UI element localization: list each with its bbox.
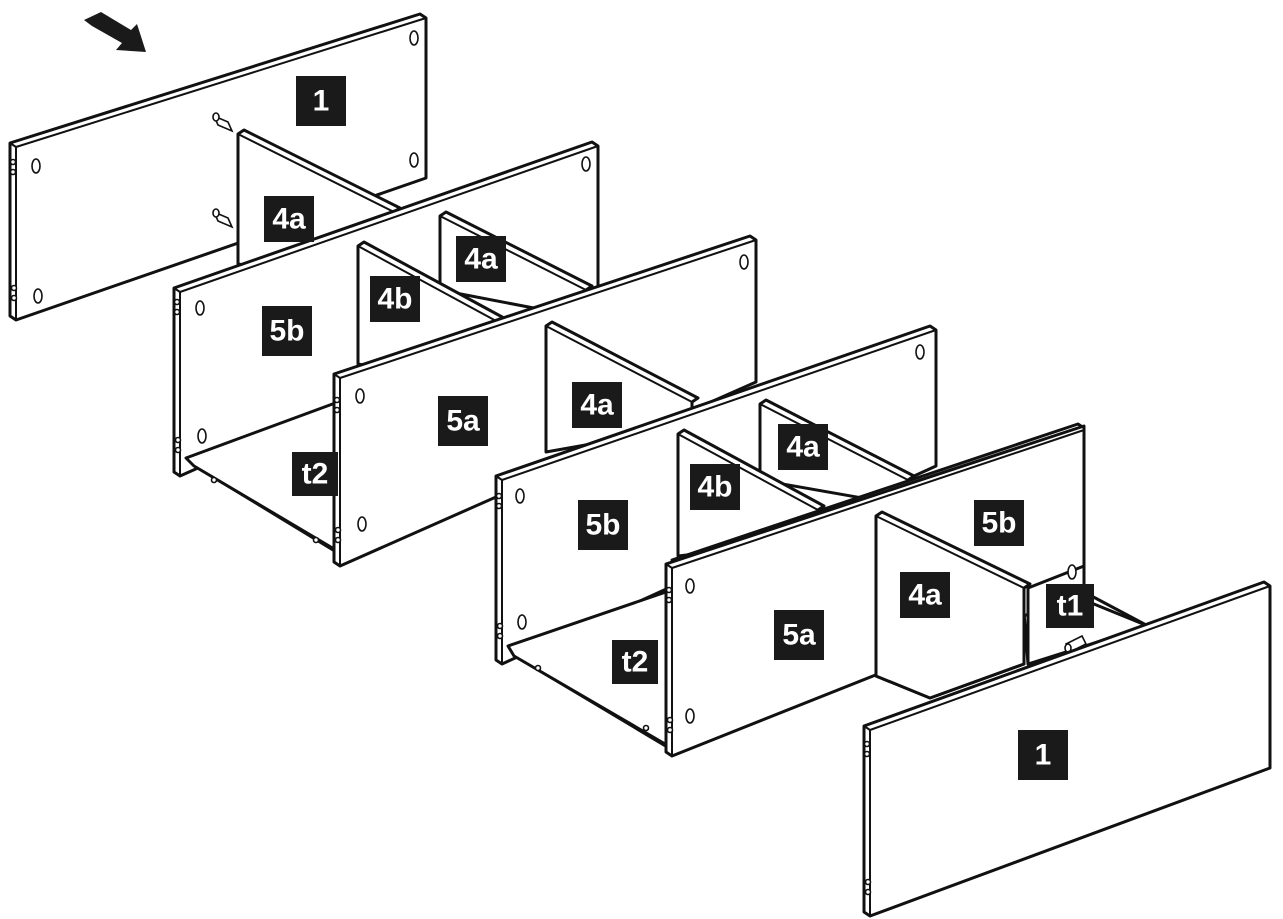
label-divider-4a-module-b-front: 4a (572, 382, 622, 428)
label-divider-4a-rear: 4a (264, 196, 314, 242)
svg-text:5a: 5a (446, 405, 480, 438)
divider-4a-module-b-front-overlay (874, 510, 1032, 700)
label-panel-1-bottom: 1 (1018, 730, 1068, 780)
svg-text:t1: t1 (1057, 590, 1084, 623)
svg-text:4a: 4a (464, 243, 498, 276)
label-side-5a-module-b: 5a (774, 610, 824, 660)
label-bottom-t1: t1 (1046, 584, 1094, 628)
svg-text:4a: 4a (272, 203, 306, 236)
label-divider-4b-module-b: 4b (690, 464, 740, 510)
svg-text:5b: 5b (269, 315, 304, 348)
svg-text:4a: 4a (786, 431, 820, 464)
svg-text:t2: t2 (302, 458, 329, 491)
label-divider-4a-standing: 4a (900, 572, 950, 618)
dowel (212, 208, 234, 229)
svg-text:4b: 4b (697, 471, 732, 504)
svg-text:t2: t2 (622, 646, 649, 679)
svg-text:5a: 5a (782, 619, 816, 652)
svg-text:5b: 5b (981, 507, 1016, 540)
insert-direction-arrow-top (84, 12, 146, 52)
label-panel-1-top: 1 (296, 76, 346, 126)
svg-text:1: 1 (313, 85, 330, 118)
svg-text:4b: 4b (377, 283, 412, 316)
label-side-5b-module-a: 5b (262, 306, 312, 356)
label-divider-4a-module-b-rear: 4a (778, 424, 828, 470)
label-bottom-t2-module-b: t2 (612, 640, 658, 684)
label-bottom-t2-module-a: t2 (292, 452, 338, 496)
label-divider-4b-module-a: 4b (370, 276, 420, 322)
svg-text:4a: 4a (580, 389, 614, 422)
label-side-5b-module-b: 5b (578, 500, 628, 550)
label-side-5a-module-a: 5a (438, 396, 488, 446)
dowel (212, 112, 234, 133)
svg-text:5b: 5b (585, 509, 620, 542)
svg-text:1: 1 (1035, 739, 1052, 772)
label-side-5b-module-b-right: 5b (974, 500, 1024, 546)
svg-text:4a: 4a (908, 579, 942, 612)
label-divider-4a-inner: 4a (456, 236, 506, 282)
